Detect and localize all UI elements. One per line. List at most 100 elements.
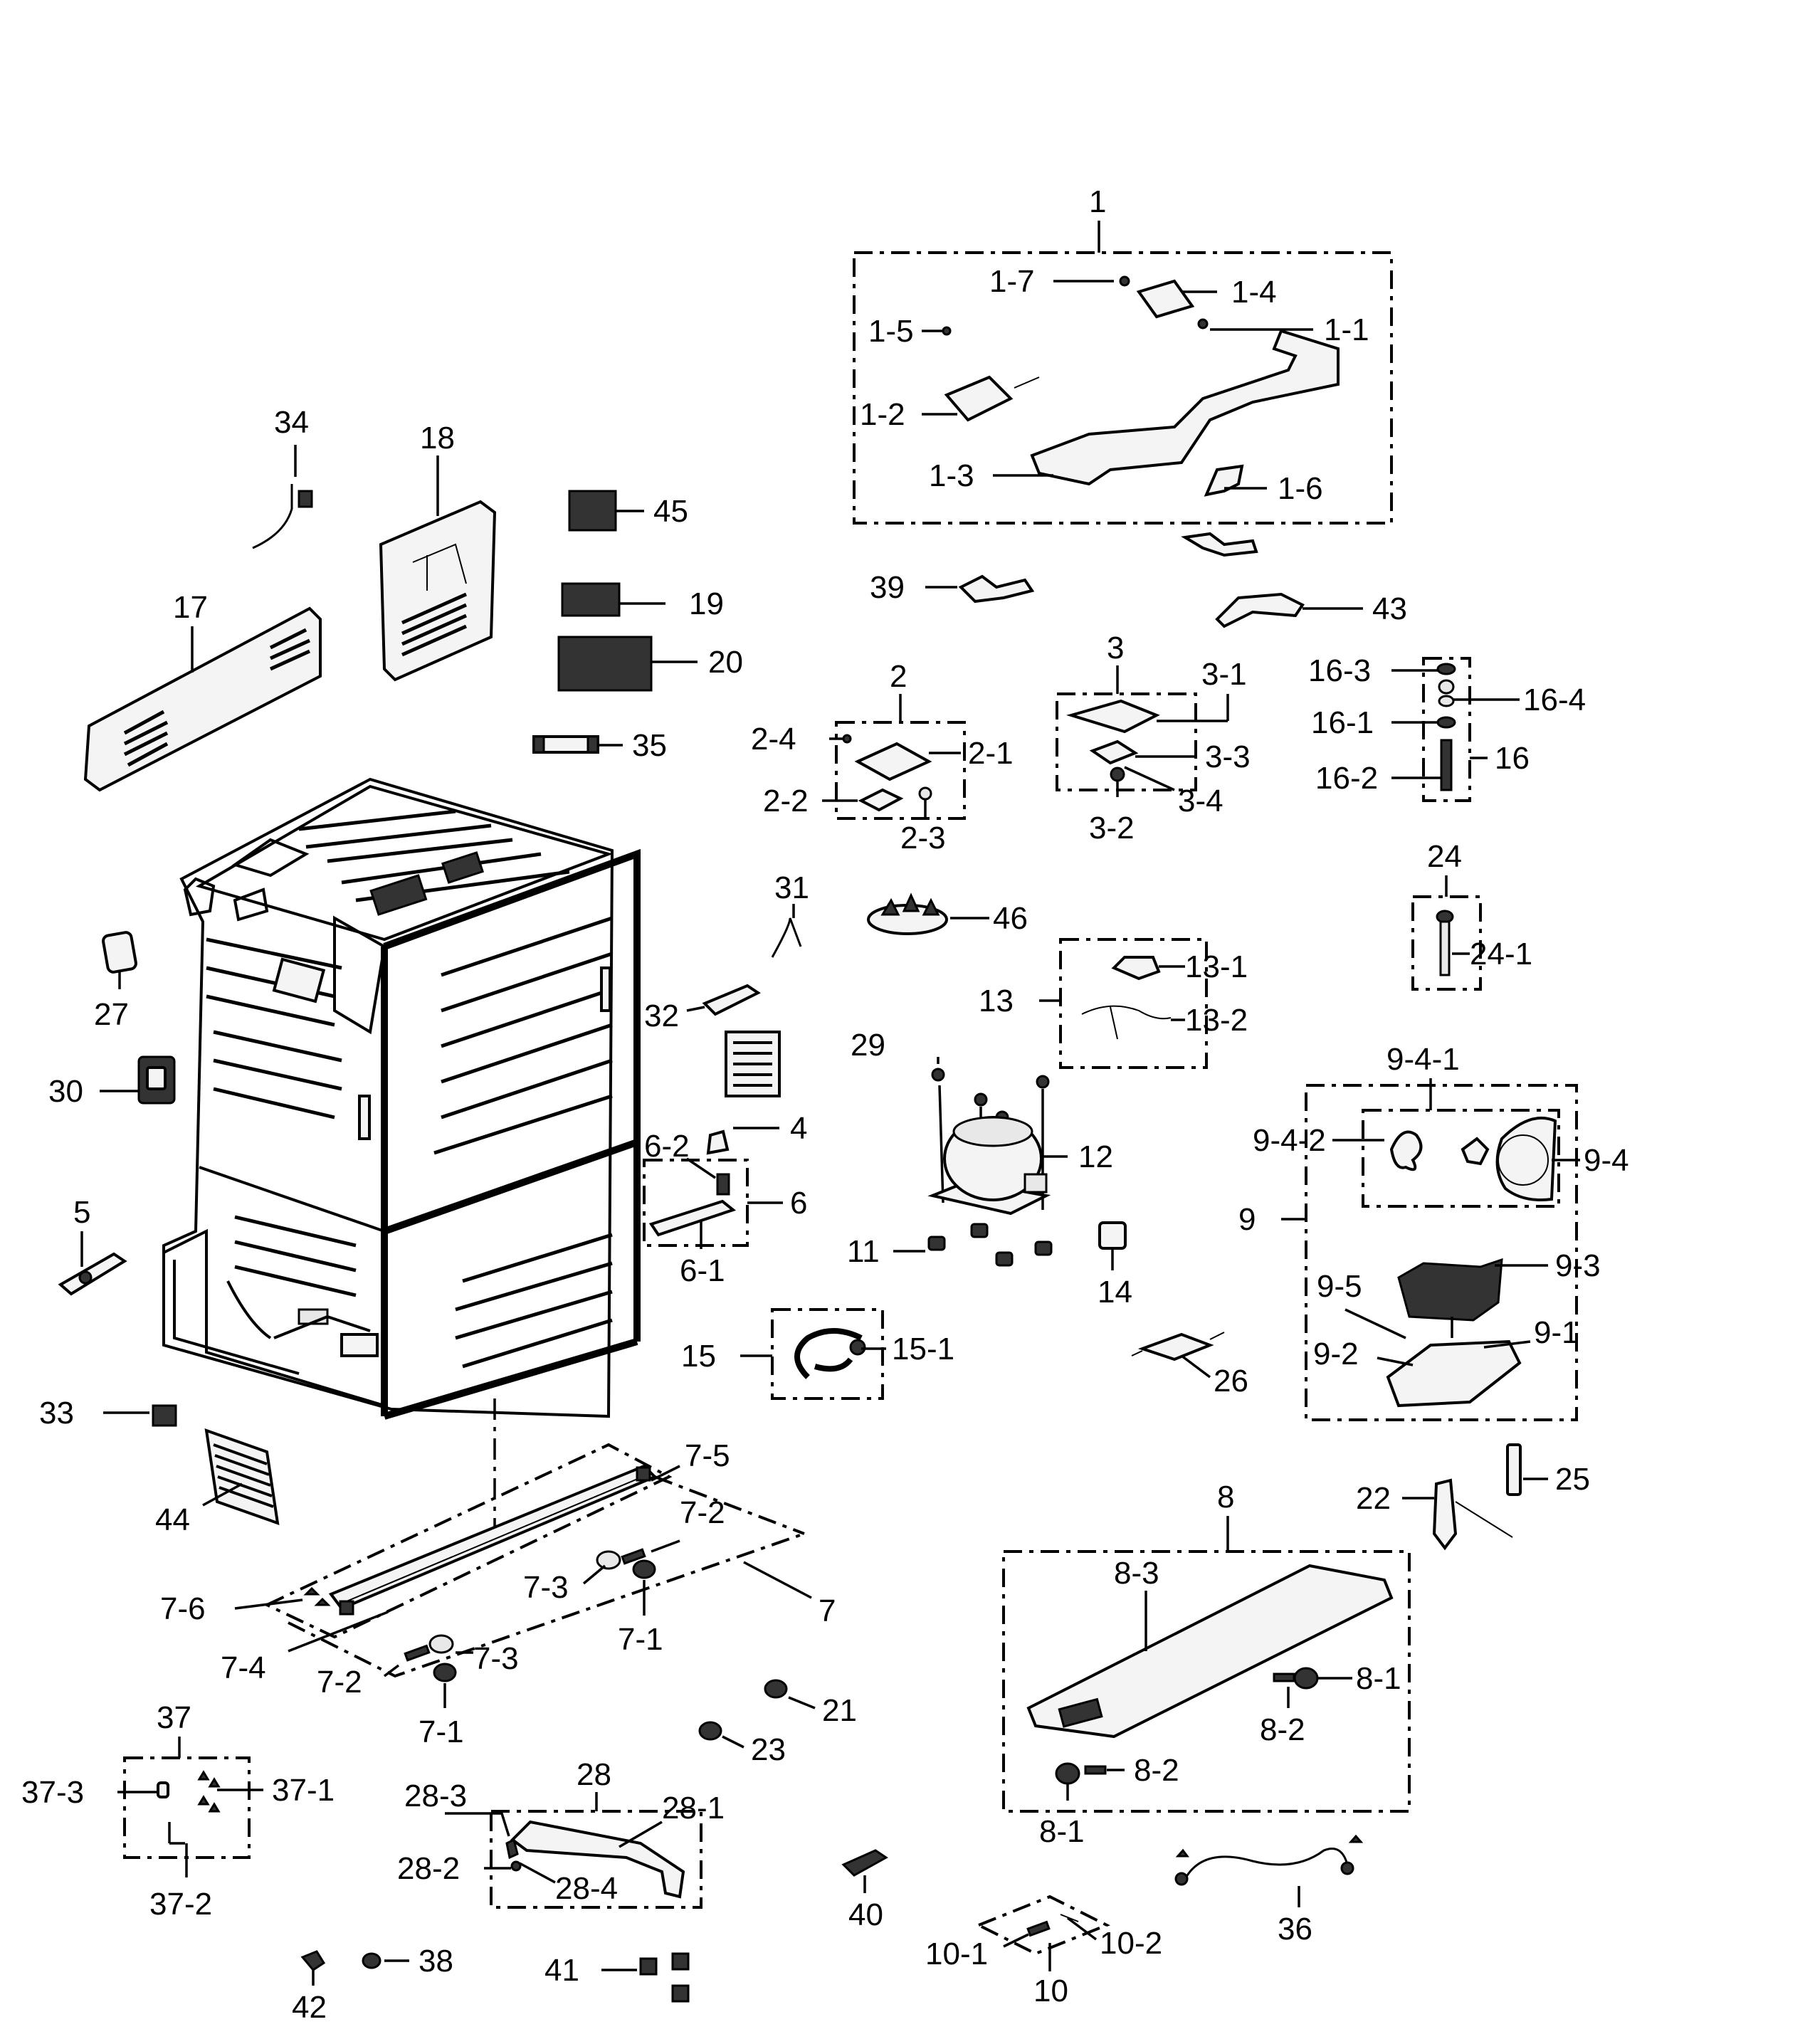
label-7-2-lower: 7-2 [317, 1665, 362, 1700]
label-45: 45 [653, 494, 688, 529]
part-10-1-sensor [1026, 1920, 1051, 1937]
label-13: 13 [979, 984, 1014, 1018]
label-16-2: 16-2 [1315, 761, 1378, 796]
label-7-5: 7-5 [685, 1438, 730, 1473]
label-3-3: 3-3 [1205, 739, 1251, 774]
label-9-2: 9-2 [1313, 1337, 1359, 1371]
label-15: 15 [681, 1339, 716, 1374]
part-8-2-axle [1273, 1672, 1295, 1682]
part-34-wire: 34 [252, 405, 313, 549]
group-16-hinge-pin: 16-3 16-4 16-1 16-2 16 [1308, 653, 1586, 802]
label-9-4: 9-4 [1584, 1143, 1629, 1178]
part-39-bracket [958, 574, 1035, 604]
part-7-2-axle [621, 1548, 646, 1565]
part-28-4-spring [505, 1838, 519, 1860]
label-23: 23 [751, 1732, 786, 1767]
group-13-relay: 13-1 13-2 13 [979, 938, 1248, 1069]
label-37-1: 37-1 [272, 1773, 335, 1808]
part-16-4-washer [1438, 679, 1455, 695]
group-24-pin: 24 24-1 [1411, 839, 1532, 991]
label-10-1: 10-1 [925, 1937, 988, 1971]
cabinet-side-ribs [206, 937, 342, 1120]
part-7-1-wheel [632, 1559, 656, 1579]
cabinet-top-ribs [298, 809, 570, 902]
group-37-caps: 37 37-3 37-1 37-2 [21, 1700, 335, 1922]
part-9-4-2-fan-blade [1389, 1130, 1423, 1171]
part-8-1-roller [1293, 1667, 1319, 1690]
part-1-5-screw [942, 326, 952, 336]
label-1-2: 1-2 [860, 397, 905, 432]
label-24-1: 24-1 [1470, 937, 1532, 971]
part-33-block: 33 [39, 1396, 177, 1431]
group-3-hinge-assembly: 3 3-1 3-3 3-4 3-2 [1056, 631, 1251, 845]
label-9: 9 [1238, 1202, 1256, 1237]
part-9-4-shroud [1495, 1116, 1557, 1201]
part-26-board: 26 [1131, 1332, 1248, 1398]
label-8-1-lower: 8-1 [1039, 1814, 1085, 1849]
cabinet-interior-ribs [234, 916, 613, 1369]
label-9-5: 9-5 [1317, 1269, 1362, 1304]
label-19: 19 [689, 586, 724, 621]
label-2: 2 [890, 659, 907, 694]
group-9-fan-assembly: 9-4-1 9-4-2 9-4 9-3 9-5 9-1 9-2 9 [1238, 1042, 1629, 1421]
label-24: 24 [1427, 839, 1462, 874]
part-16-4-spring [1438, 695, 1455, 707]
part-29-bolt [1036, 1075, 1050, 1089]
part-29-bolt [974, 1092, 988, 1107]
part-39-43-brackets: 39 43 [870, 532, 1407, 628]
part-1-6-clip [1204, 464, 1244, 497]
part-3-2-bushing [1110, 766, 1125, 782]
label-2-1: 2-1 [968, 736, 1014, 771]
label-40: 40 [848, 1897, 883, 1932]
group-28-handle: 28 28-3 28-1 28-2 28-4 [397, 1757, 725, 1909]
part-16-1-ring [1436, 716, 1456, 729]
part-9-3-evaporator [1397, 1258, 1503, 1322]
label-8-2-upper: 8-2 [1260, 1712, 1305, 1747]
label-1-1: 1-1 [1324, 312, 1369, 347]
part-1-2-plate [944, 375, 1014, 422]
label-37-2: 37-2 [149, 1887, 212, 1922]
label-36: 36 [1278, 1912, 1312, 1946]
part-7-3-roller [428, 1634, 454, 1654]
label-35: 35 [632, 728, 667, 763]
part-22-filter: 22 [1356, 1478, 1513, 1551]
part-7-2-axle [404, 1644, 431, 1662]
label-7-1-lower: 7-1 [419, 1714, 464, 1749]
label-4: 4 [790, 1111, 807, 1146]
part-35-bracket: 35 [532, 728, 667, 763]
part-12-compressor-set: 11 12 29 [847, 1028, 1113, 1269]
part-29-bolt [931, 1068, 945, 1082]
label-6: 6 [790, 1186, 807, 1221]
label-25: 25 [1555, 1462, 1590, 1497]
part-40-tube: 40 [841, 1849, 888, 1932]
part-7-1-wheel [433, 1663, 457, 1682]
label-3: 3 [1107, 631, 1124, 665]
label-27: 27 [94, 997, 129, 1032]
part-21-spring: 21 [764, 1679, 857, 1728]
part-4-cap: 4 [706, 1111, 807, 1155]
label-17: 17 [173, 590, 208, 625]
label-16-1: 16-1 [1311, 705, 1374, 740]
label-13-2: 13-2 [1185, 1003, 1248, 1038]
group-8-base-plate: 8 8-3 8-1 8-2 8-2 8-1 [1002, 1480, 1411, 1849]
label-31: 31 [774, 870, 809, 905]
label-7-1-upper: 7-1 [618, 1622, 663, 1657]
part-2-2-hinge [858, 788, 904, 812]
label-1-5: 1-5 [868, 314, 914, 349]
part-16-3-cap [1436, 663, 1456, 675]
label-7: 7 [819, 1593, 836, 1628]
part-17-panel: 17 [83, 590, 322, 792]
part-41-clips: 41 [544, 1952, 690, 2003]
part-3-1-hinge-plate [1065, 699, 1160, 734]
label-1-6: 1-6 [1278, 471, 1323, 506]
part-2-4-screw [842, 734, 852, 744]
part-2-3-bushing [918, 786, 932, 801]
label-42: 42 [292, 1990, 327, 2025]
part-15-1-tube [794, 1328, 863, 1379]
part-11-foot [995, 1251, 1014, 1267]
label-5: 5 [73, 1195, 90, 1230]
part-14-capacitor: 14 [1098, 1221, 1132, 1310]
label-7-6: 7-6 [160, 1591, 206, 1626]
part-43-bracket [1215, 592, 1305, 628]
